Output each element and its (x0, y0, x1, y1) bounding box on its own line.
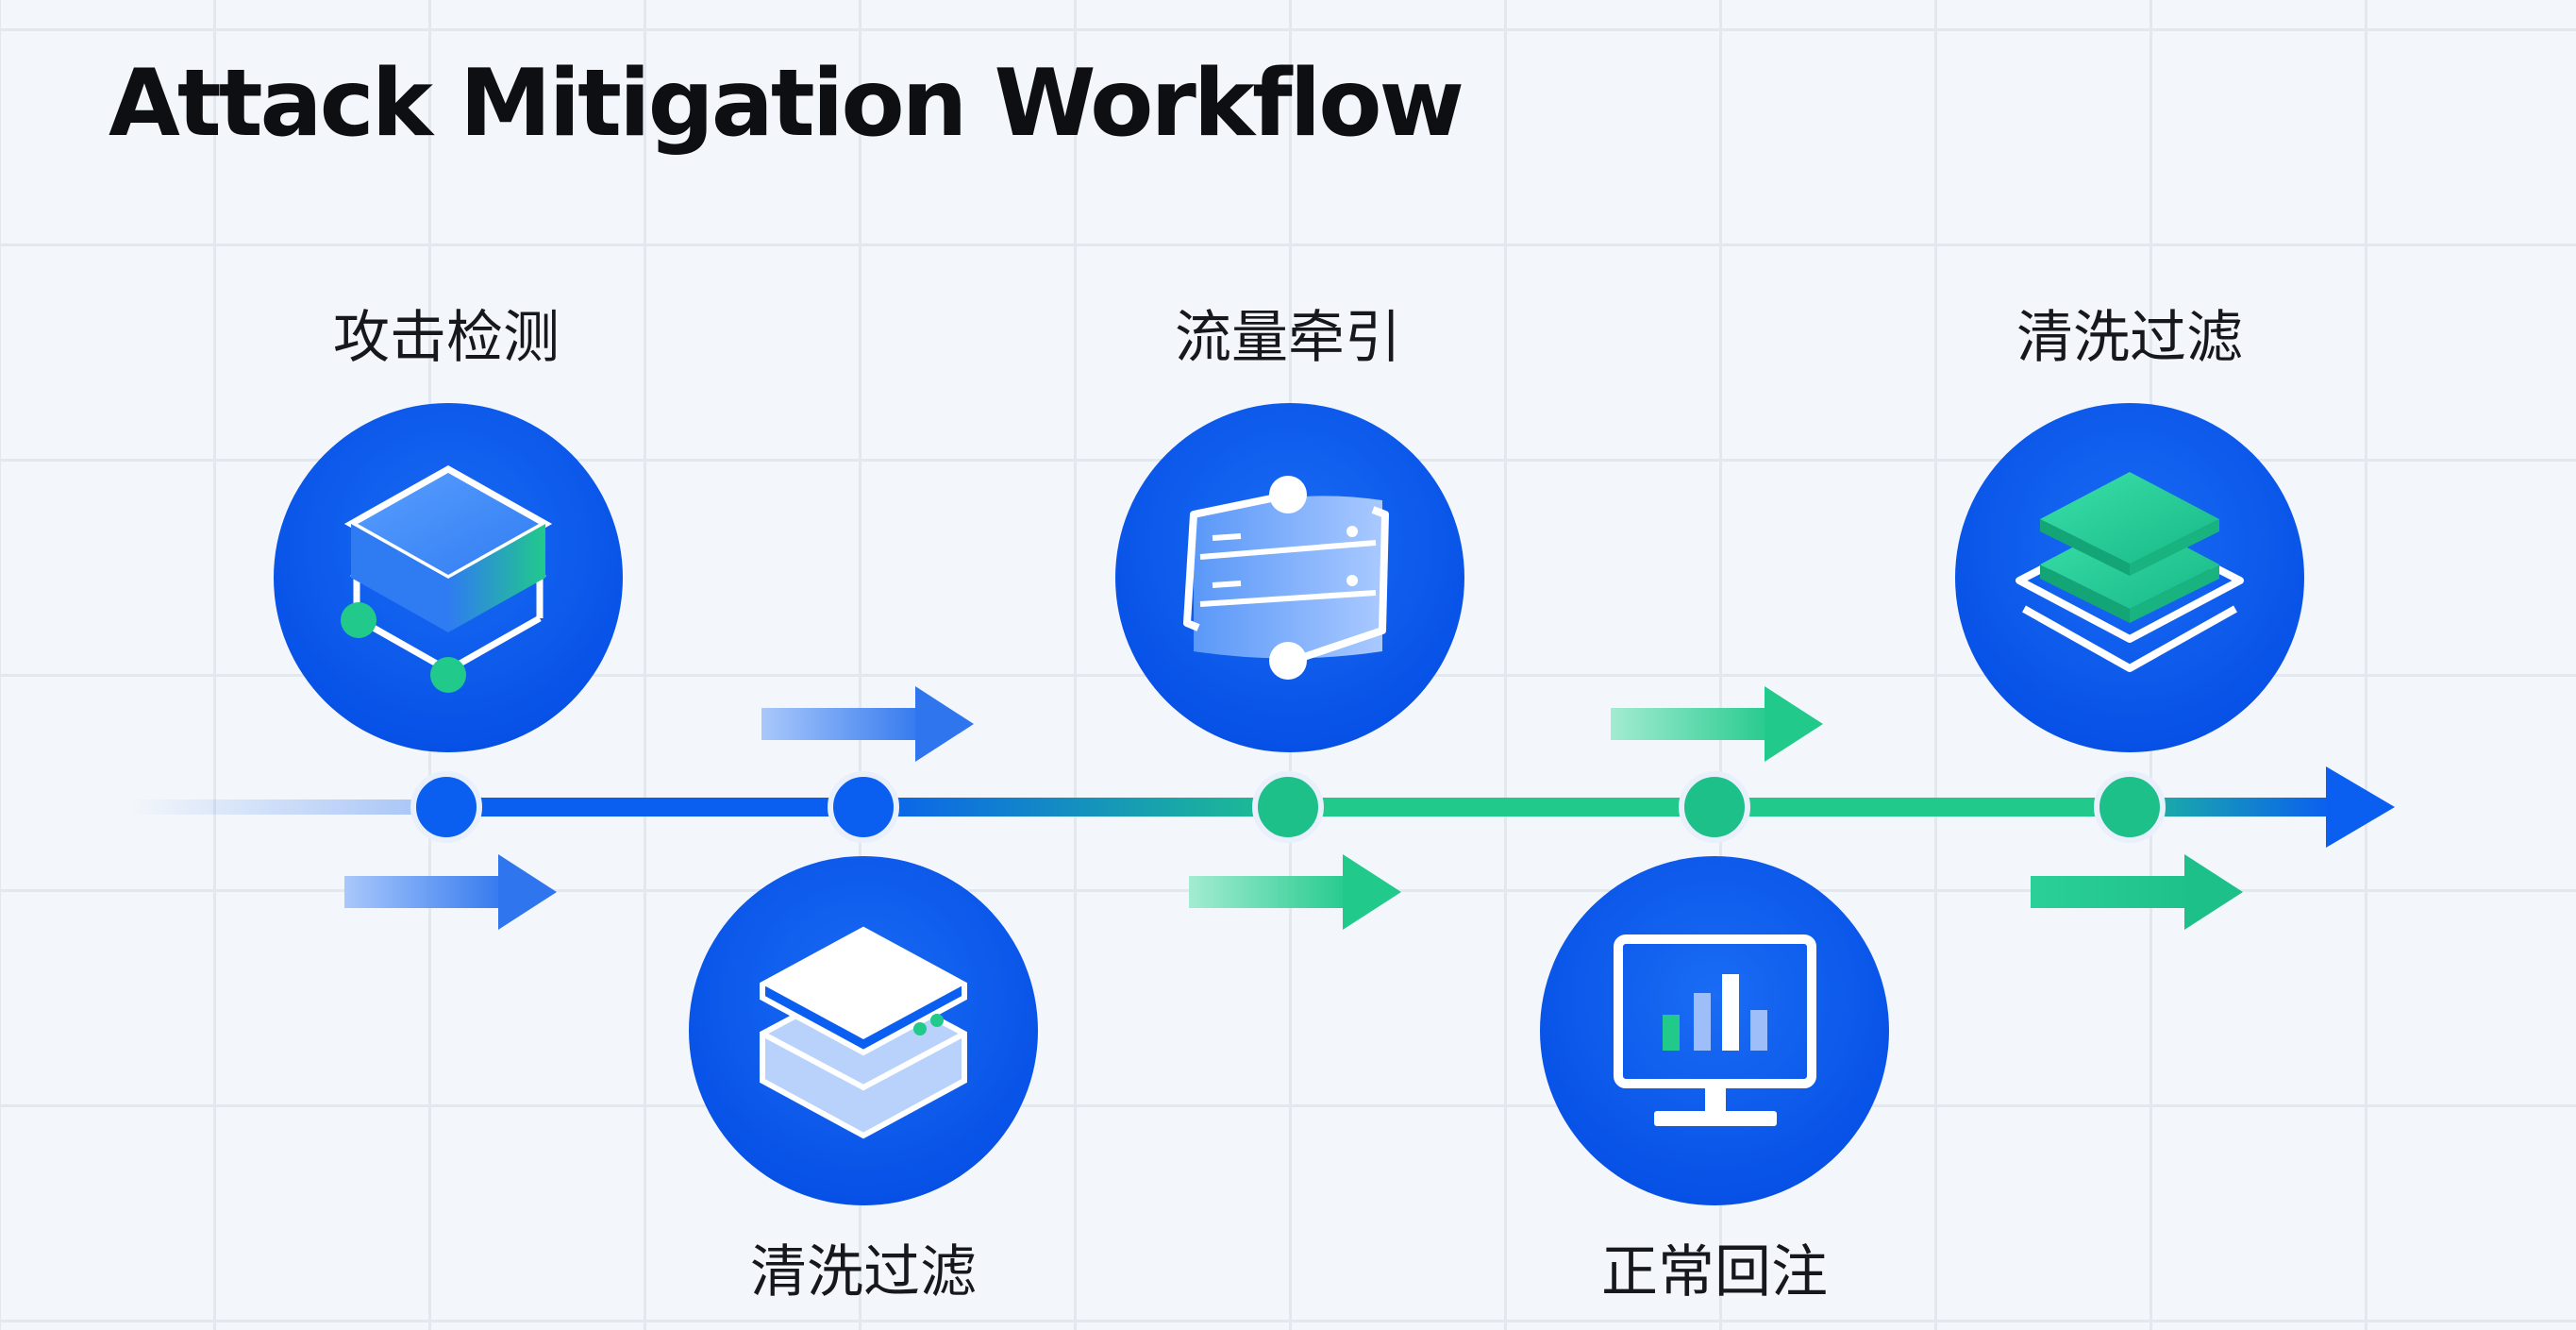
monitor-chart-icon (1614, 934, 1816, 1126)
step-label-cleaning-filter-top: 清洗过滤 (2016, 305, 2243, 371)
diagram-title: Attack Mitigation Workflow (109, 50, 1464, 158)
flow-arrow-4 (1189, 854, 1401, 930)
step-label-attack-detection: 攻击检测 (333, 305, 560, 371)
timeline-node-1 (410, 771, 482, 843)
timeline-node-4 (1679, 771, 1750, 843)
server-box-icon (760, 926, 967, 1139)
step-cleaning-filter-top: 清洗过滤 (1955, 305, 2304, 752)
step-label-normal-reinjection: 正常回注 (1601, 1239, 1828, 1305)
step-label-cleaning-filter-bottom: 清洗过滤 (750, 1239, 977, 1305)
timeline-node-2 (828, 771, 899, 843)
timeline-fade-segment (132, 800, 448, 815)
flow-arrow-3 (1611, 686, 1823, 762)
flow-arrow-5 (2031, 854, 2243, 930)
step-cleaning-filter-bottom: 清洗过滤 (689, 856, 1038, 1305)
flow-arrow-2 (344, 854, 557, 930)
step-circle-normal-reinjection (1540, 856, 1889, 1205)
step-traffic-diversion: 流量牵引 (1115, 305, 1464, 752)
cube-network-icon (341, 464, 553, 693)
step-normal-reinjection: 正常回注 (1540, 856, 1889, 1305)
layers-stack-icon (2016, 472, 2244, 672)
timeline-segment-1 (448, 798, 863, 817)
timeline-node-5 (2094, 771, 2166, 843)
timeline-segment-2 (863, 798, 1288, 817)
step-label-traffic-diversion: 流量牵引 (1175, 305, 1401, 371)
server-rack-icon (1183, 476, 1389, 680)
timeline-arrowhead (2326, 766, 2395, 848)
flow-arrow-1 (761, 686, 974, 762)
step-attack-detection: 攻击检测 (274, 305, 623, 752)
timeline-node-3 (1252, 771, 1324, 843)
